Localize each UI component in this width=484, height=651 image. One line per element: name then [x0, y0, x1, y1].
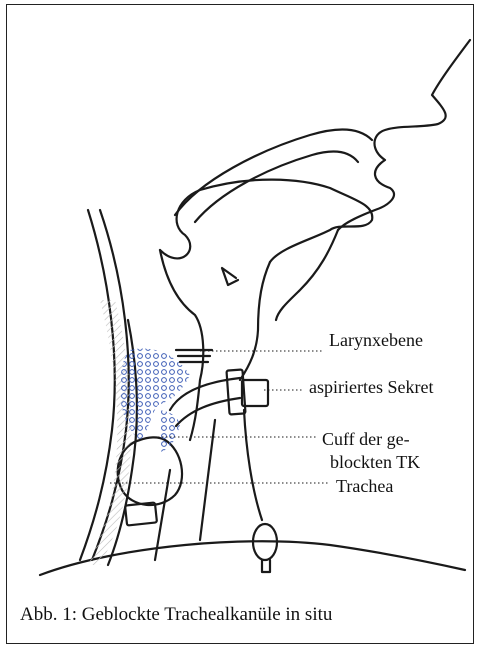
epiglottis	[222, 268, 238, 285]
pilot-line	[244, 410, 262, 520]
tube-connector	[242, 380, 268, 406]
tongue	[160, 180, 372, 262]
airway-front	[240, 262, 270, 380]
palate-bottom	[195, 151, 358, 222]
label-larynx: Larynxebene	[329, 329, 423, 351]
label-cuff-line1: Cuff der ge-	[322, 428, 410, 450]
label-trachea: Trachea	[336, 475, 393, 497]
palate-top	[175, 129, 372, 215]
label-cuff-line2: blockten TK	[330, 451, 420, 473]
neck-front	[276, 230, 338, 320]
pilot-valve	[262, 560, 270, 572]
secretion-area-lower	[160, 410, 180, 452]
larynx-lines	[176, 350, 212, 362]
trachea-right	[200, 420, 215, 540]
label-secretion: aspiriertes Sekret	[309, 376, 433, 398]
spine-shade	[88, 300, 132, 565]
figure-caption: Abb. 1: Geblockte Trachealkanüle in situ	[20, 604, 332, 626]
